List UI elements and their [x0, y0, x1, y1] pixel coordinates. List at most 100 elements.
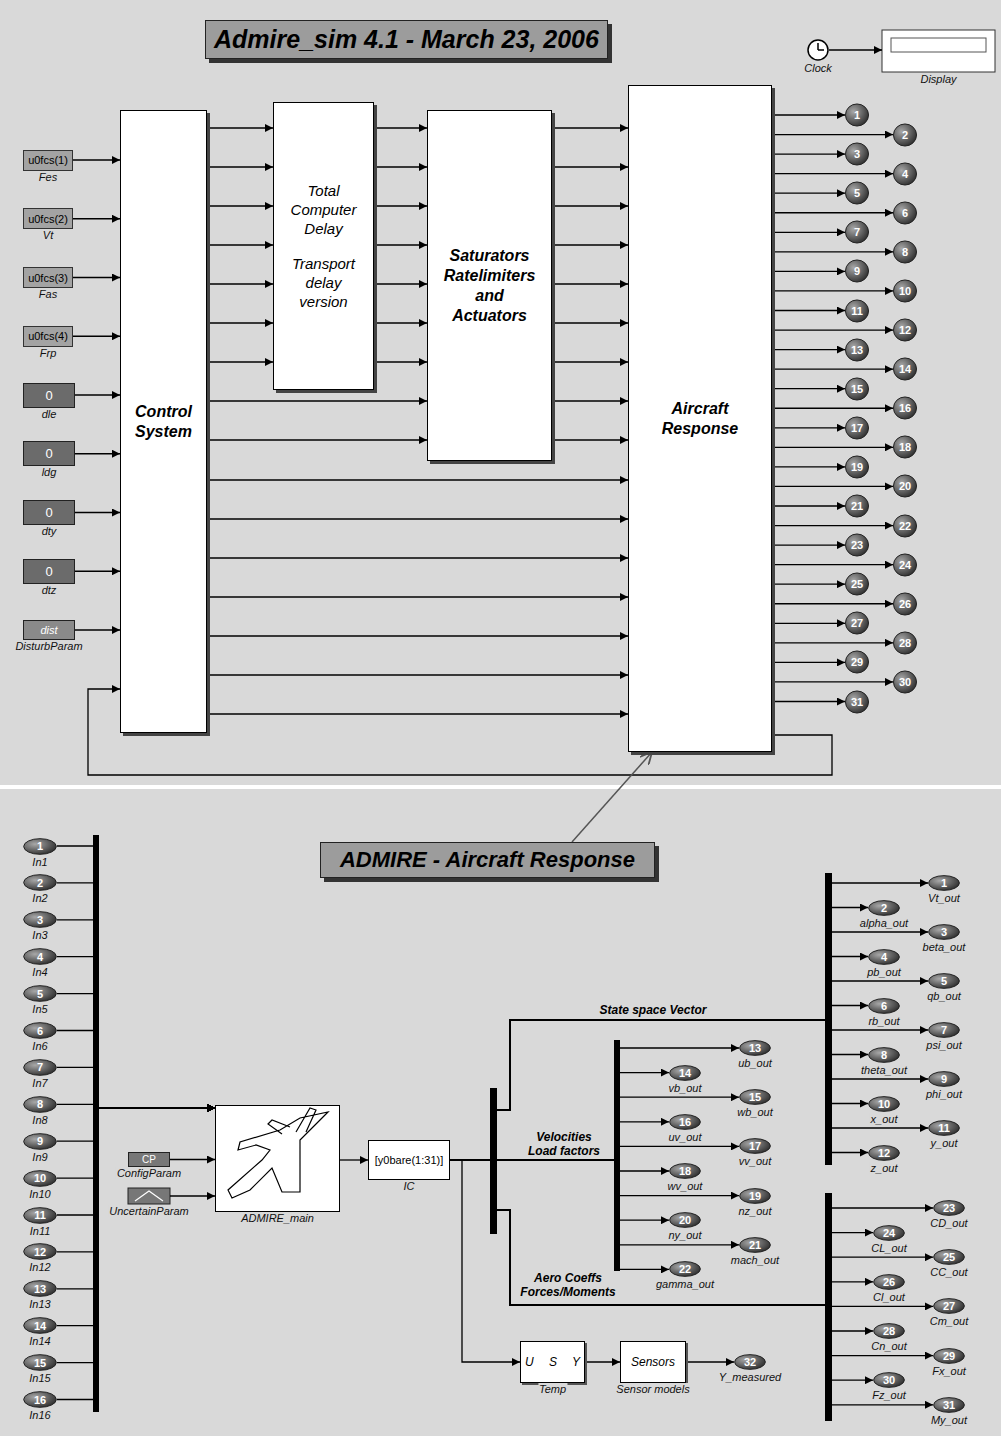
outport: 27: [845, 611, 869, 635]
port-ellipse: [934, 1397, 965, 1412]
block-name: dle: [41, 408, 58, 420]
signal-line: [57, 1108, 215, 1215]
port-number: 1: [37, 840, 43, 852]
outport: 16: [893, 396, 917, 420]
inport: 14In14: [23, 1317, 57, 1334]
block-name: Frp: [39, 347, 58, 359]
port-ellipse: [929, 1072, 960, 1087]
block-name: In3: [31, 929, 48, 941]
signal-line: [57, 1108, 215, 1400]
block-name: In2: [31, 892, 48, 904]
port-ellipse: [874, 1225, 905, 1240]
block-name: Fz_out: [871, 1389, 907, 1401]
port-number: 12: [34, 1246, 46, 1258]
outport: 28: [893, 631, 917, 655]
block-name: In5: [31, 1003, 48, 1015]
signal-line: [207, 400, 427, 401]
block-name: In6: [31, 1040, 48, 1052]
port-number: 1: [854, 109, 860, 121]
ic-block: [y0bare(1:31)]IC: [368, 1140, 450, 1180]
port-number: 5: [941, 975, 947, 987]
port-number: 24: [883, 1227, 895, 1239]
signal-line: [75, 453, 120, 454]
signal-line: [450, 1160, 669, 1269]
port-number: 31: [943, 1399, 955, 1411]
block-name: gamma_out: [655, 1278, 715, 1290]
outport: 13: [845, 338, 869, 362]
clock-icon: [808, 40, 828, 60]
outport: 6: [893, 201, 917, 225]
port-number: 18: [899, 441, 911, 453]
block-name: In16: [28, 1409, 51, 1421]
aircraft-block: Aircraft Response: [628, 85, 772, 752]
port-number: 21: [749, 1239, 761, 1251]
port-number: 9: [941, 1073, 947, 1085]
port-ellipse: [845, 534, 868, 556]
outport: 4pb_out: [868, 949, 900, 965]
port-ellipse: [893, 124, 916, 146]
block-name: wv_out: [667, 1180, 704, 1192]
block-name: dtz: [41, 584, 58, 596]
signal-line: [450, 1020, 928, 1160]
port-number: 4: [37, 951, 43, 963]
port-number: 15: [749, 1091, 761, 1103]
signal-line: [207, 205, 273, 206]
inport: 15In15: [23, 1354, 57, 1371]
block-text: u0fcs(2): [28, 213, 68, 225]
outport: 9phi_out: [928, 1071, 960, 1087]
signal-line: [585, 1361, 620, 1362]
port-number: 10: [878, 1098, 890, 1110]
port-ellipse: [874, 1373, 905, 1388]
block-name: Sensor models: [615, 1383, 690, 1395]
port-number: 11: [938, 1122, 950, 1134]
signal-line: [450, 1160, 520, 1362]
signal-line: [552, 283, 628, 284]
outport: 7psi_out: [928, 1022, 960, 1038]
port-ellipse: [24, 912, 57, 928]
port-number: 26: [883, 1276, 895, 1288]
block-name: CC_out: [929, 1266, 968, 1278]
port-ellipse: [874, 1274, 905, 1289]
block-name: Display: [919, 73, 957, 85]
signal-line: [207, 479, 628, 480]
port-number: 18: [679, 1165, 691, 1177]
constant-block: 0dle: [23, 383, 75, 408]
signal-line: [207, 127, 273, 128]
port-number: 14: [899, 363, 911, 375]
signal-line: [552, 127, 628, 128]
port-ellipse: [845, 260, 868, 282]
signal-line: [75, 394, 120, 395]
signal-line: [772, 310, 845, 311]
block-text: Control System: [131, 402, 196, 442]
block-text: [y0bare(1:31)]: [375, 1154, 443, 1166]
port-number: 14: [34, 1320, 46, 1332]
port-number: 12: [899, 324, 911, 336]
sensor-block: SensorsSensor models: [620, 1341, 686, 1383]
signal-line: [450, 1160, 933, 1305]
port-ellipse: [929, 876, 960, 891]
signal-line: [207, 283, 273, 284]
signal-line: [772, 349, 845, 350]
port-number: 7: [37, 1061, 43, 1073]
signal-line: [75, 512, 120, 513]
signal-line: [552, 439, 628, 440]
block-text: u0fcs(4): [28, 330, 68, 342]
outport: 12z_out: [868, 1145, 900, 1161]
port-number: 8: [881, 1049, 887, 1061]
block-name: IC: [403, 1180, 416, 1192]
outport: 4: [893, 162, 917, 186]
constant-block: 0dtz: [23, 559, 75, 584]
block-name: Fas: [38, 288, 58, 300]
signal-line: [73, 277, 120, 278]
parameter-block: distDisturbParam: [23, 620, 75, 640]
signal-line: [450, 883, 928, 1160]
outport: 12: [893, 318, 917, 342]
constant-block: 0dty: [23, 500, 75, 525]
triangle-symbol: [135, 1191, 163, 1201]
inport: 4In4: [23, 948, 57, 965]
block-text: CP: [142, 1154, 156, 1165]
signal-line: [57, 1031, 215, 1109]
inport: 10In10: [23, 1170, 57, 1187]
inport: 9In9: [23, 1133, 57, 1150]
subsystem-title: ADMIRE - Aircraft Response: [320, 842, 655, 878]
